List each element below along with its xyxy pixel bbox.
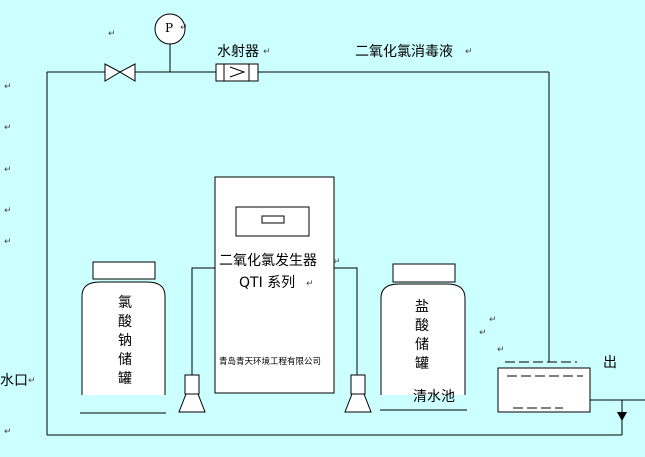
return-mark: ↵ [108,29,116,39]
clear-water-pool-label: 清水池 [413,389,455,405]
generator-name-label: 二氧化氯发生器 [219,253,317,269]
return-mark: ↵ [465,47,473,57]
return-mark: ↵ [306,279,314,289]
chlorate-tank [81,261,166,395]
clear-water-pool [497,361,591,413]
valve-icon [104,63,136,82]
disinfectant-label: 二氧化氯消毒液 [355,44,453,60]
ejector-label: 水射器 [217,44,259,60]
acid-tank [380,263,466,395]
return-mark: ↵ [180,23,188,33]
return-mark: ↵ [4,206,12,216]
metering-pump-right-icon [344,374,372,413]
return-mark: ↵ [4,123,12,133]
pipe-acid-feed [334,267,358,375]
return-mark: ↵ [333,257,341,267]
acid-tank-label: 盐酸储罐 [415,299,429,372]
chlorate-tank-label: 氯酸钠储罐 [118,295,132,387]
flow-arrow-icon [617,412,627,421]
generator-unit [214,176,335,394]
company-label: 青岛青天环境工程有限公司 [219,357,322,367]
return-mark: ↵ [489,315,497,325]
return-mark: ↵ [479,328,487,338]
return-mark: ↵ [4,165,12,175]
return-mark: ↵ [263,47,271,57]
return-mark: ↵ [497,345,505,355]
ejector-icon [215,63,259,82]
pressure-gauge-label: P [165,21,174,35]
return-mark: ↵ [4,427,12,437]
return-mark: ↵ [4,82,12,92]
outlet-label: 出 [603,355,617,371]
return-mark: ↵ [28,376,36,386]
pressure-gauge-icon [154,13,186,72]
metering-pump-left-icon [178,374,206,413]
inlet-label: 水口 [0,373,28,389]
pipe-chlorate-feed [191,267,215,375]
return-mark: ↵ [4,237,12,247]
generator-series-label: QTI 系列 [239,275,296,291]
